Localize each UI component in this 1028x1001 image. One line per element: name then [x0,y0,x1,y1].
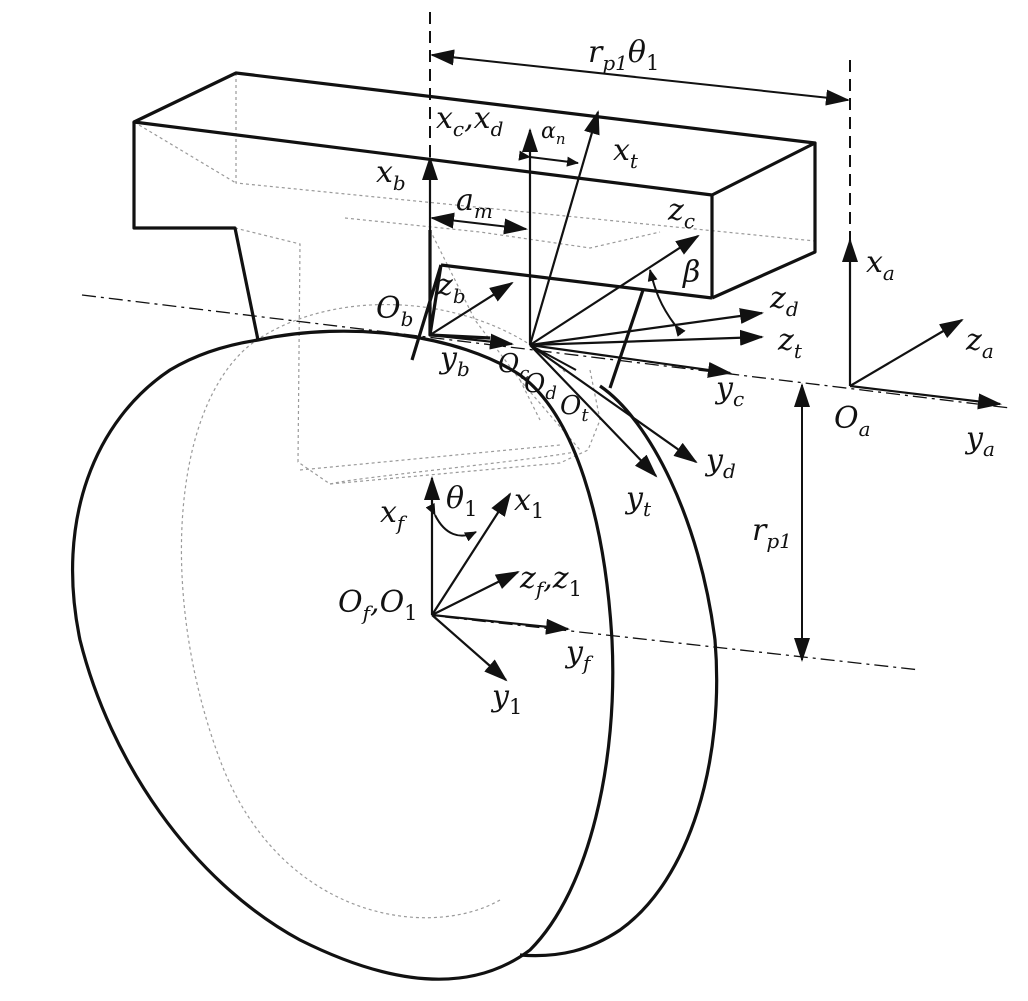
axes [422,110,1002,682]
label-xt: xt [613,133,639,173]
gear-body [71,329,719,981]
label-ya: ya [964,421,995,461]
label-xc-xd: xc,xd [436,101,503,141]
label-yd: yd [704,443,736,483]
label-zt: zt [777,323,803,363]
label-theta1: θ1 [446,481,477,521]
label-alpha-n: αn [541,119,566,148]
label-yt: yt [624,481,652,521]
label-oc: Oc [498,349,529,384]
label-zf-z1: zf,z1 [519,561,582,601]
label-of-o1: Of,O1 [338,585,418,625]
centre-lines [81,12,1011,671]
label-ob: Ob [376,291,413,331]
label-yc: yc [714,371,744,411]
label-xb: xb [376,155,406,195]
label-oa: Oa [834,401,871,441]
dimensions [425,49,850,662]
label-yf: yf [564,635,594,675]
label-zb: zb [436,268,466,308]
label-beta: β [682,255,700,290]
label-x1: x1 [514,483,544,523]
label-y1: y1 [490,679,522,719]
hidden-edges [133,73,816,919]
label-xa: xa [866,245,895,285]
label-za: za [965,323,994,363]
label-zc: zc [667,193,695,233]
label-yb: yb [438,341,470,381]
label-ot: Ot [560,391,589,426]
label-am: am [456,183,493,223]
label-xf: xf [380,495,408,535]
label-rp1-theta1: rp1θ1 [588,35,659,75]
labels: rp1θ1 xc,xd αn xt xb am zc β xa zb zd Ob… [338,35,995,719]
label-od: Od [524,369,557,404]
label-zd: zd [769,281,799,321]
label-rp1: rp1 [752,513,792,553]
